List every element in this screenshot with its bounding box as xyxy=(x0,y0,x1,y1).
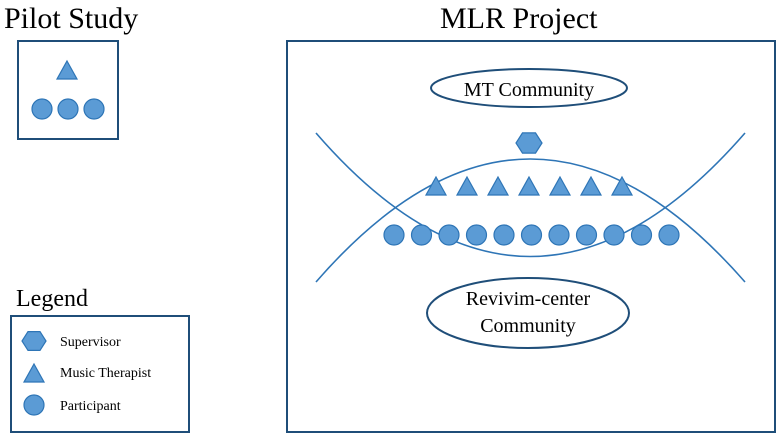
pilot-study-title: Pilot Study xyxy=(4,2,139,35)
music-therapist-symbol xyxy=(455,175,479,196)
music-therapist-symbol xyxy=(517,175,541,196)
participant-symbol xyxy=(548,224,570,246)
legend-title: Legend xyxy=(16,286,88,312)
legend-symbols xyxy=(21,331,47,416)
revivim-community-label-line1: Revivim-center xyxy=(466,288,591,310)
legend-box xyxy=(10,315,190,433)
participant-symbol xyxy=(83,98,105,120)
pilot-study-box xyxy=(17,40,119,140)
participant-symbol xyxy=(575,224,598,246)
music-therapist-symbol xyxy=(55,59,79,80)
participant-symbol xyxy=(383,224,405,246)
participant-symbol xyxy=(410,224,433,246)
music-therapist-symbol xyxy=(548,175,572,196)
mt-community-ellipse xyxy=(430,68,628,108)
mt-community-arc xyxy=(315,132,746,258)
participant-symbol xyxy=(31,98,53,120)
participant-symbol xyxy=(603,224,625,246)
participant-icon xyxy=(23,394,45,416)
revivim-community-ellipse xyxy=(426,277,630,349)
music-therapist-symbol xyxy=(486,175,510,196)
participant-symbol xyxy=(658,224,680,246)
pilot-group xyxy=(31,59,105,120)
music-therapist-icon xyxy=(22,362,46,383)
participant-symbol xyxy=(465,224,488,246)
mlr-group xyxy=(383,132,680,246)
music-therapist-symbol xyxy=(610,175,634,196)
music-therapist-symbol xyxy=(424,175,448,196)
participant-symbol xyxy=(438,224,460,246)
revivim-community-arc xyxy=(315,158,746,283)
legend-label-supervisor: Supervisor xyxy=(60,335,121,350)
participant-symbol xyxy=(520,224,543,246)
legend-label-music-therapist: Music Therapist xyxy=(60,366,151,381)
legend-label-participant: Participant xyxy=(60,399,121,414)
mlr-project-box xyxy=(286,40,776,433)
supervisor-icon xyxy=(21,331,47,351)
mt-community-label: MT Community xyxy=(464,79,594,101)
music-therapist-symbol xyxy=(579,175,603,196)
participant-symbol xyxy=(630,224,653,246)
supervisor-symbol xyxy=(515,132,543,154)
participant-symbol xyxy=(493,224,515,246)
mlr-project-title: MLR Project xyxy=(440,2,598,35)
revivim-community-label-line2: Community xyxy=(480,315,576,337)
participant-symbol xyxy=(57,98,79,120)
